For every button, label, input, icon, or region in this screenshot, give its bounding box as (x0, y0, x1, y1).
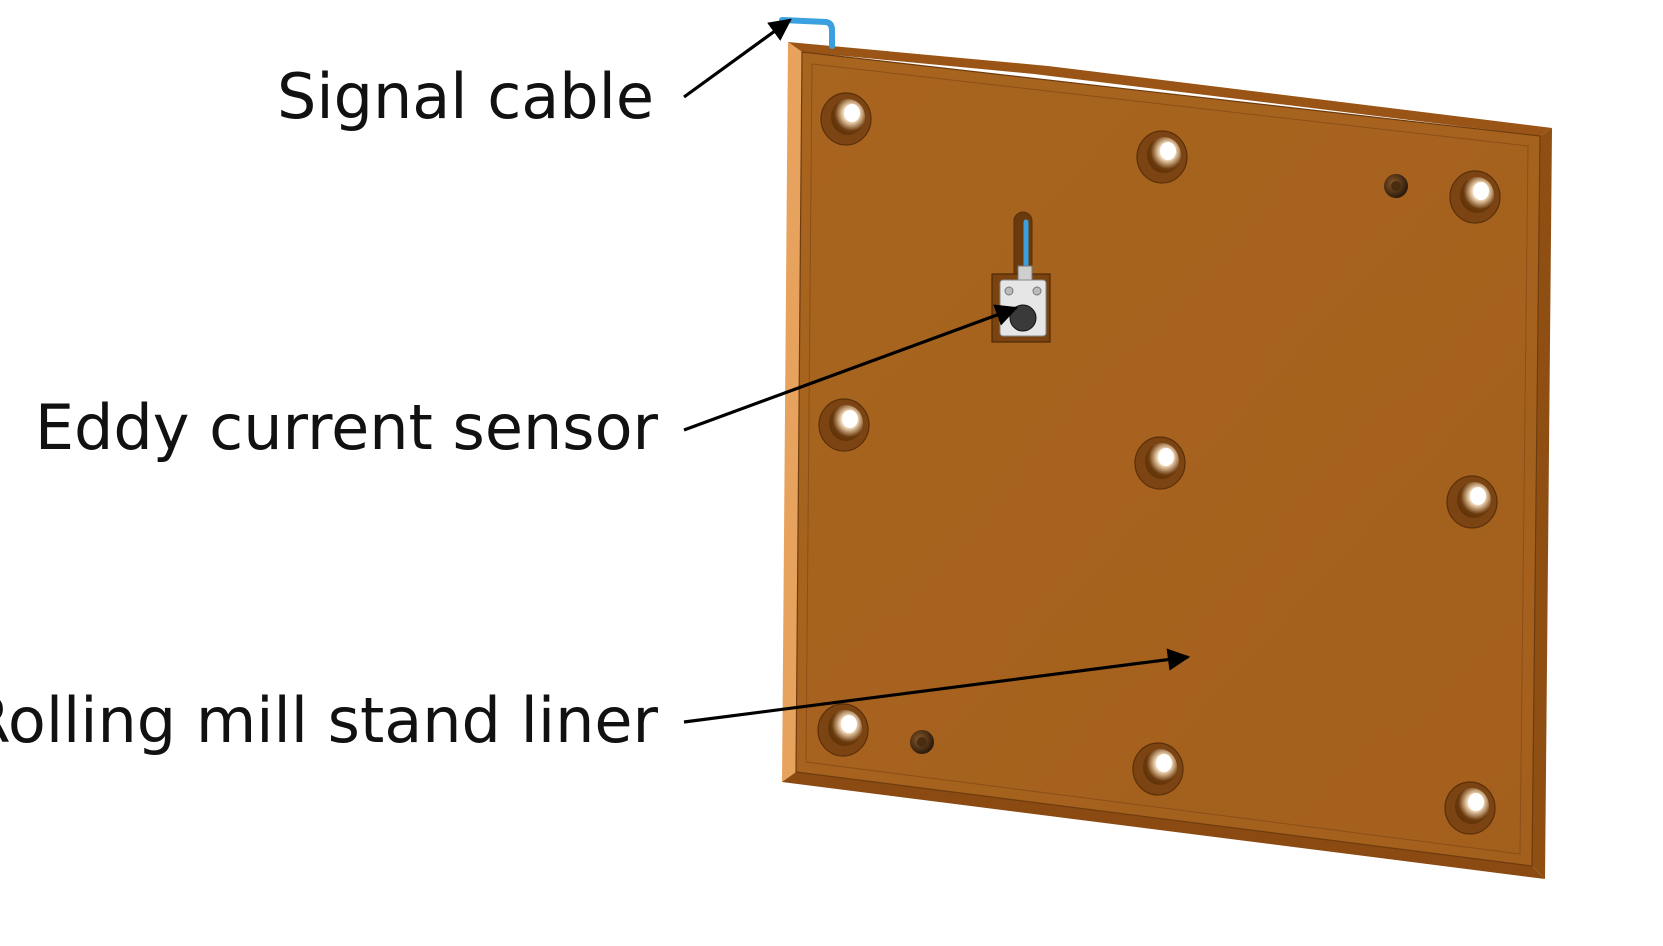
bolt-top-right (1384, 174, 1408, 198)
mounting-hole (1446, 475, 1498, 529)
callout-arrows (683, 18, 1191, 724)
label-signal-cable: Signal cable (277, 60, 654, 133)
label-eddy-current-sensor: Eddy current sensor (35, 391, 659, 464)
label-rolling-mill-stand-liner: Rolling mill stand liner (0, 684, 659, 757)
mounting-hole-highlight (841, 715, 857, 733)
mounting-hole-highlight (1156, 754, 1172, 772)
mounting-hole-highlight (1473, 182, 1489, 200)
bolt-bottom-left (910, 730, 934, 754)
mounting-hole (817, 703, 869, 757)
mounting-hole-highlight (844, 104, 860, 122)
mounting-hole (1444, 781, 1496, 835)
signal-cable (779, 17, 835, 49)
mounting-hole (1136, 130, 1188, 184)
mounting-hole (1134, 436, 1186, 490)
mounting-hole-highlight (1158, 448, 1174, 466)
mounting-hole-highlight (1470, 487, 1486, 505)
mounting-hole (820, 92, 872, 146)
plate-right-edge (1532, 128, 1552, 879)
mounting-hole (1449, 170, 1501, 224)
sensor-screw-left (1004, 286, 1014, 296)
plate-inner-bevel (805, 63, 1529, 855)
mounting-holes (817, 92, 1501, 835)
mounting-hole-highlight (1160, 142, 1176, 160)
mounting-hole-highlight (1468, 793, 1484, 811)
plate-bottom-edge (782, 772, 1545, 879)
mounting-hole-highlight (842, 410, 858, 428)
plate-top-edge (788, 42, 1552, 136)
mounting-hole (818, 398, 870, 452)
arrow-signal-cable (683, 18, 792, 99)
mounting-hole (1132, 742, 1184, 796)
arrow-rolling-mill-stand-liner (683, 648, 1191, 724)
arrow-eddy-current-sensor (683, 304, 1019, 432)
sensor-screw-right (1032, 286, 1042, 296)
